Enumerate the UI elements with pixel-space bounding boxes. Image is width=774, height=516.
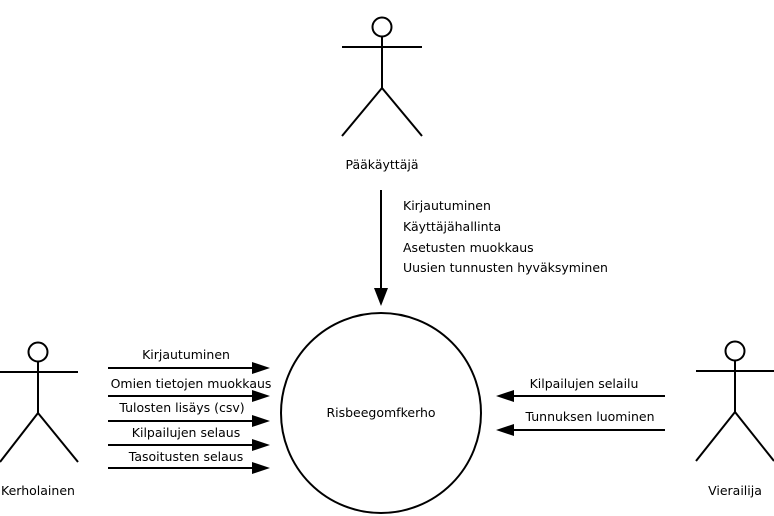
use-case-label: Omien tietojen muokkaus — [111, 376, 272, 391]
actor-member: Kerholainen — [0, 341, 79, 498]
association-arrow — [108, 439, 270, 451]
system-label: Risbeegomfkerho — [326, 405, 435, 420]
association-arrow — [496, 390, 665, 402]
use-case-label: Kilpailujen selaus — [132, 425, 240, 440]
system-node: Risbeegomfkerho — [280, 312, 482, 514]
use-case-label: Tasoitusten selaus — [128, 449, 243, 464]
use-case-label: Tunnuksen luominen — [525, 409, 655, 424]
admin-association-arrow — [374, 190, 388, 306]
actor-admin: Pääkäyttäjä — [341, 16, 423, 172]
member-use-case-list: Kirjautuminen Omien tietojen muokkaus Tu… — [111, 347, 272, 464]
visitor-association-arrows — [496, 390, 665, 436]
actor-label: Pääkäyttäjä — [346, 157, 419, 172]
use-case-label: Asetusten muokkaus — [403, 240, 534, 255]
use-case-label: Tulosten lisäys (csv) — [118, 400, 244, 415]
visitor-use-case-list: Kilpailujen selailu Tunnuksen luominen — [525, 376, 655, 424]
use-case-label: Kirjautuminen — [403, 198, 491, 213]
admin-use-case-list: Kirjautuminen Käyttäjähallinta Asetusten… — [403, 198, 608, 275]
association-arrow — [108, 462, 270, 474]
use-case-label: Käyttäjähallinta — [403, 219, 501, 234]
association-arrow — [108, 415, 270, 427]
actor-visitor: Vierailija — [695, 340, 774, 498]
actor-label: Vierailija — [708, 483, 762, 498]
use-case-label: Uusien tunnusten hyväksyminen — [403, 260, 608, 275]
use-case-label: Kirjautuminen — [142, 347, 230, 362]
association-arrow — [108, 362, 270, 374]
stick-figure-icon — [0, 341, 79, 463]
association-arrow — [108, 390, 270, 402]
association-arrow — [496, 424, 665, 436]
member-association-arrows — [108, 362, 270, 474]
use-case-label: Kilpailujen selailu — [530, 376, 639, 391]
actor-label: Kerholainen — [1, 483, 75, 498]
stick-figure-icon — [695, 340, 774, 462]
stick-figure-icon — [341, 16, 423, 137]
